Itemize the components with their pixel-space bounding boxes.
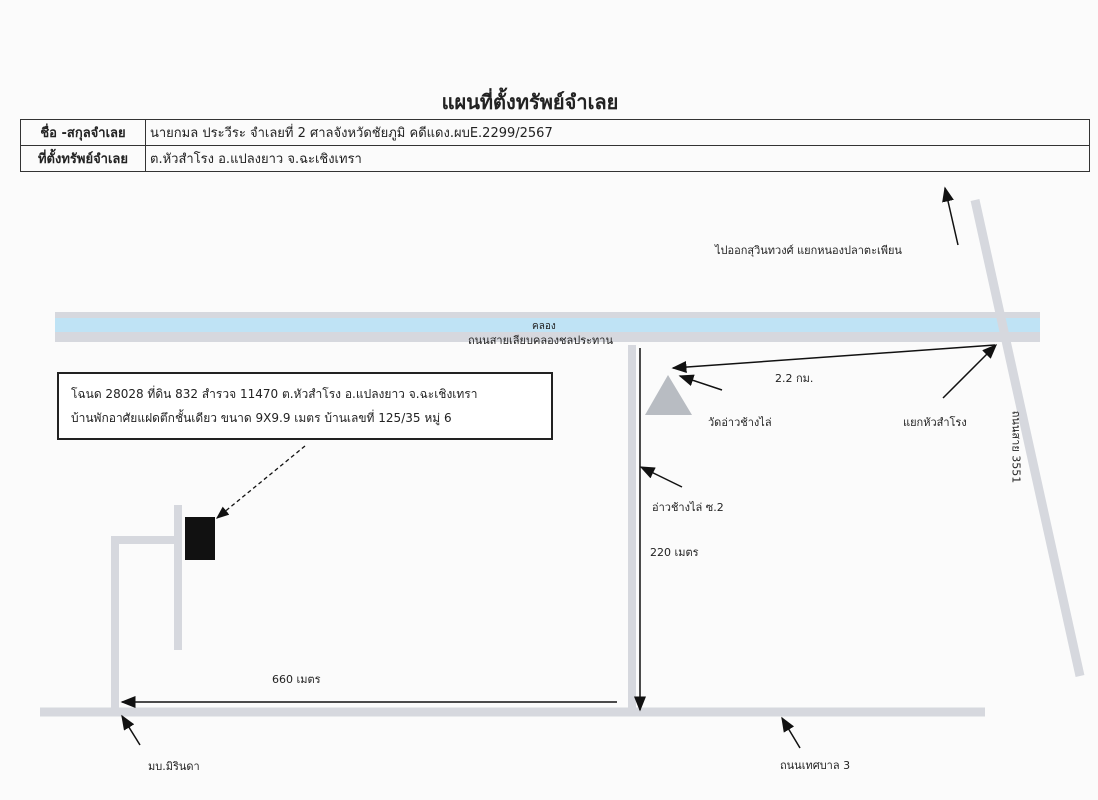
arrow-temple — [678, 374, 723, 391]
page-title: แผนที่ตั้งทรัพย์จำเลย — [441, 90, 619, 114]
location-value: ต.หัวสำโรง อ.แปลงยาว จ.ฉะเชิงเทรา — [145, 145, 1090, 172]
canal — [55, 318, 1040, 332]
to-highway-label: ไปออกสุวินทวงศ์ แยกหนองปลาตะเพียน — [715, 244, 902, 257]
road-3551 — [970, 199, 1085, 677]
distance-2-2km-label: 2.2 กม. — [775, 372, 814, 385]
arrow-municipal-road — [781, 716, 801, 749]
name-label: ชื่อ -สกุลจำเลย — [20, 119, 146, 146]
municipal-road-label: ถนนเทศบาล 3 — [780, 759, 851, 772]
property-info-box: โฉนด 28028 ที่ดิน 832 สำรวจ 11470 ต.หัวส… — [57, 372, 553, 440]
location-row: ที่ตั้งทรัพย์จำเลย ต.หัวสำโรง อ.แปลงยาว … — [20, 145, 1090, 172]
canal-road-label: ถนนสายเลียบคลองชลประทาน — [468, 334, 613, 347]
canal-label: คลอง — [532, 321, 556, 332]
arrow-village — [121, 714, 141, 746]
distance-660m-label: 660 เมตร — [272, 673, 321, 686]
location-label: ที่ตั้งทรัพย์จำเลย — [20, 145, 146, 172]
temple-icon — [645, 375, 692, 415]
arrow-property — [215, 445, 306, 519]
property-building — [185, 517, 215, 560]
arrow-junction — [942, 343, 998, 399]
soi-label: อ่าวช้างไล่ ซ.2 — [652, 501, 724, 514]
property-info-line1: โฉนด 28028 ที่ดิน 832 สำรวจ 11470 ต.หัวส… — [71, 387, 478, 401]
name-row: ชื่อ -สกุลจำเลย นายกมล ประวีระ จำเลยที่ … — [20, 119, 1090, 146]
header-table: ชื่อ -สกุลจำเลย นายกมล ประวีระ จำเลยที่ … — [20, 119, 1090, 172]
property-info-line2: บ้านพักอาศัยแฝดตึกชั้นเดียว ขนาด 9X9.9 เ… — [71, 411, 452, 425]
arrow-to-highway — [942, 186, 959, 246]
distance-220m-label: 220 เมตร — [650, 546, 699, 559]
arrow-soi — [639, 466, 683, 488]
temple-label: วัดอ่าวช้างไล่ — [708, 416, 772, 429]
arrow-2-2km — [671, 344, 996, 374]
village-label: มบ.มิรินดา — [148, 760, 200, 773]
junction-label: แยกหัวสำโรง — [903, 416, 967, 429]
road-3551-label: ถนนสาย 3551 — [1009, 410, 1023, 484]
village-road — [111, 536, 178, 712]
